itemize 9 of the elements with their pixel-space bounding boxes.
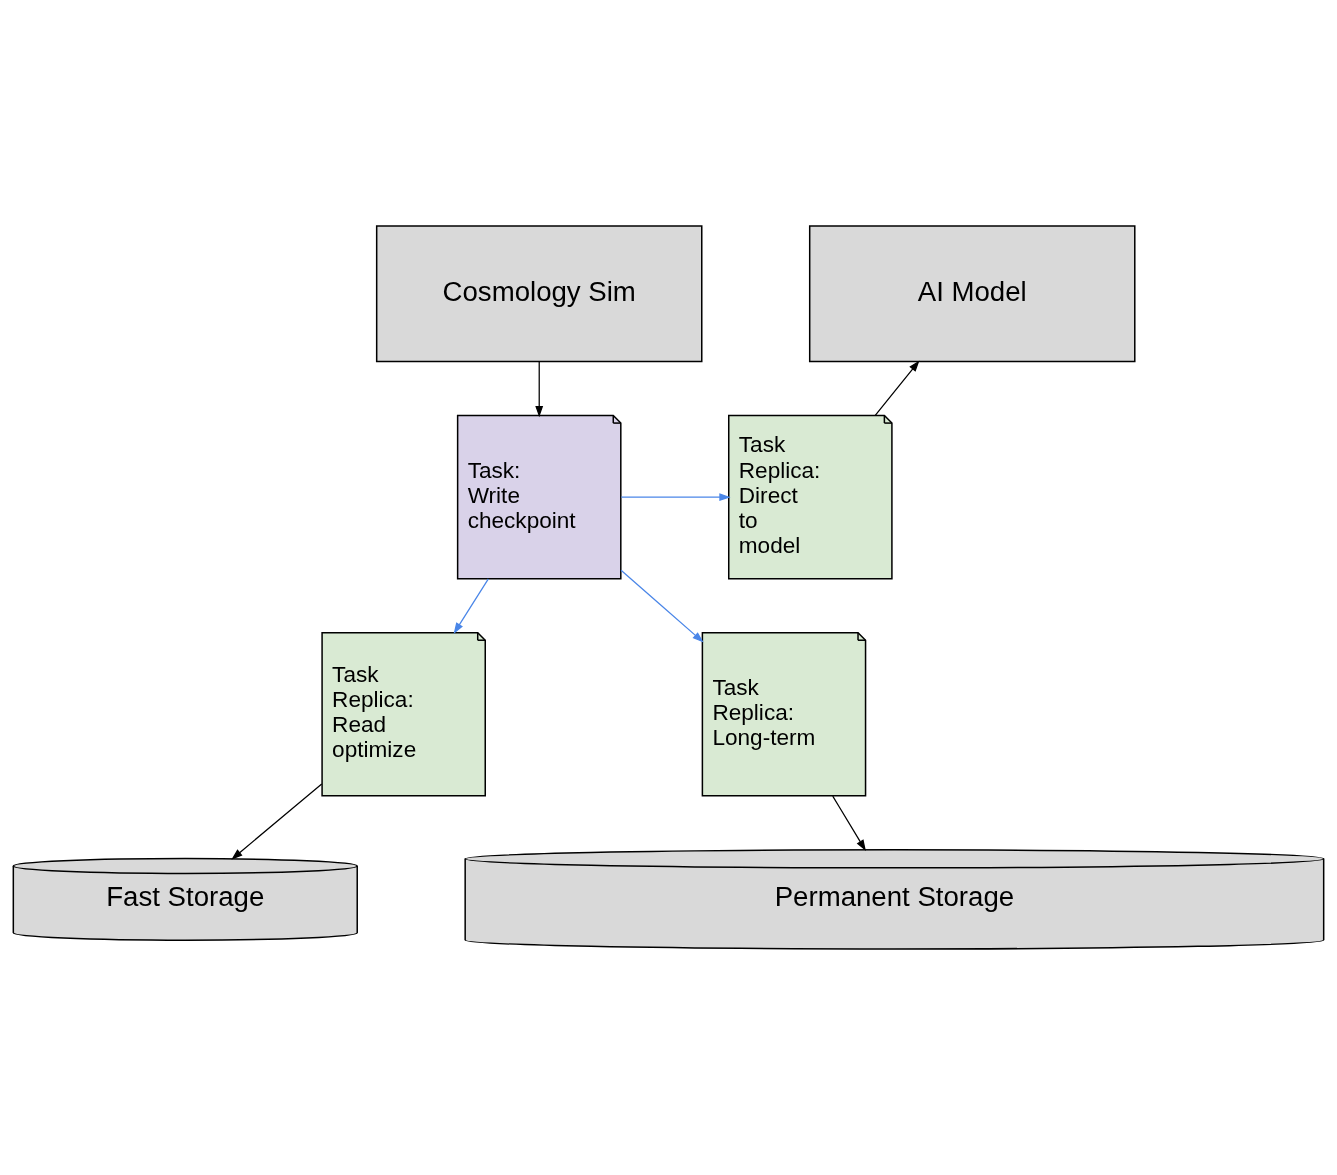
arrow [453,578,489,634]
arrow [874,360,920,416]
arrow [620,493,731,502]
node-box: Cosmology Sim [375,225,703,363]
node-box: AI Model [808,225,1136,363]
arrow [535,361,544,418]
arrow [620,569,704,643]
arrow [231,783,323,860]
arrow [832,795,866,852]
